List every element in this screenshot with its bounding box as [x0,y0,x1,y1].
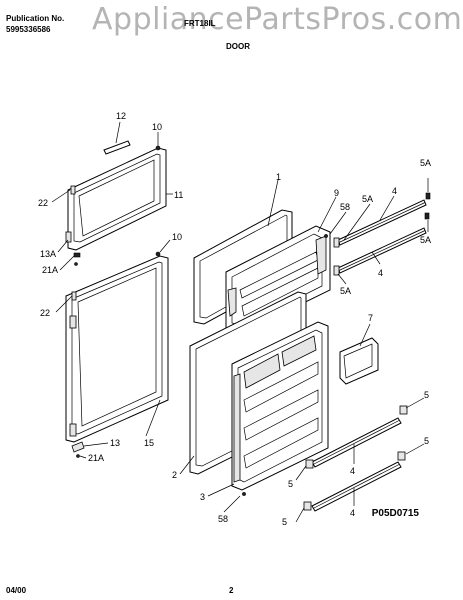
publication-label: Publication No. [6,14,65,23]
callout-2: 2 [172,470,177,480]
door-stop-upper [69,315,77,329]
screw-10b [155,251,161,257]
screw-58b [242,492,246,496]
screw-10a [155,145,161,151]
callout-5a-top-right: 5A [420,158,431,168]
callout-13: 13 [110,438,120,448]
screw-58a [324,234,328,238]
fresh-food-door-outer-panel [65,255,169,443]
screw-21a [74,262,78,266]
door-stop-lower [69,423,77,437]
callout-15: 15 [144,438,154,448]
callout-5-upper-right: 5 [424,390,429,400]
freezer-door-outer-panel [67,147,167,251]
callout-5a-right: 5A [420,235,431,245]
dairy-door [339,337,379,385]
freezer-handle-strip [103,140,131,155]
callout-22-lower: 22 [40,308,50,318]
callout-3: 3 [200,492,205,502]
section-title: DOOR [226,42,250,51]
callout-58-upper: 58 [340,202,350,212]
callout-7: 7 [368,313,373,323]
callout-5a-mid: 5A [362,194,373,204]
callout-4-upper: 4 [392,186,397,196]
callout-9: 9 [334,188,339,198]
hinge-21a-upper [73,252,81,258]
callout-22-upper: 22 [38,198,48,208]
callout-4-second: 4 [378,268,383,278]
hinge-13 [71,441,85,453]
hinge-pin-22b [71,291,77,301]
freezer-rails [333,192,431,276]
callout-5a-lower: 5A [340,286,351,296]
publication-number: 5995336586 [6,25,51,34]
fresh-food-rails [303,405,408,512]
callout-5-left: 5 [288,479,293,489]
footer-date: 04/00 [6,586,27,595]
model-number: FRT18IL [184,19,216,28]
callout-58-lower: 58 [218,514,228,524]
callout-21a-lower: 21A [88,453,104,463]
hinge-13a [65,231,72,243]
leader-lines [51,121,429,523]
callout-10-upper: 10 [152,122,162,132]
callout-4-bottom: 4 [350,508,355,518]
callout-11: 11 [174,190,183,200]
diagram-code: P05D0715 [371,508,419,519]
callout-labels: 12 10 11 22 13A 21A 10 22 15 13 21A 1 9 … [38,111,431,527]
watermark: AppliancePartsPros.com [92,2,463,37]
callout-13a: 13A [40,249,56,259]
footer-page-number: 2 [229,586,234,595]
callout-10-lower: 10 [172,232,182,242]
callout-4-third: 4 [350,466,355,476]
screw-21ab [76,454,80,458]
callout-5-mid-right: 5 [424,436,429,446]
callout-12: 12 [116,111,126,121]
callout-21a-upper: 21A [42,265,58,275]
callout-1: 1 [276,172,281,182]
fresh-food-door-liner [231,321,329,491]
hinge-pin-22a [70,185,76,195]
callout-5-lower-left: 5 [282,517,287,527]
